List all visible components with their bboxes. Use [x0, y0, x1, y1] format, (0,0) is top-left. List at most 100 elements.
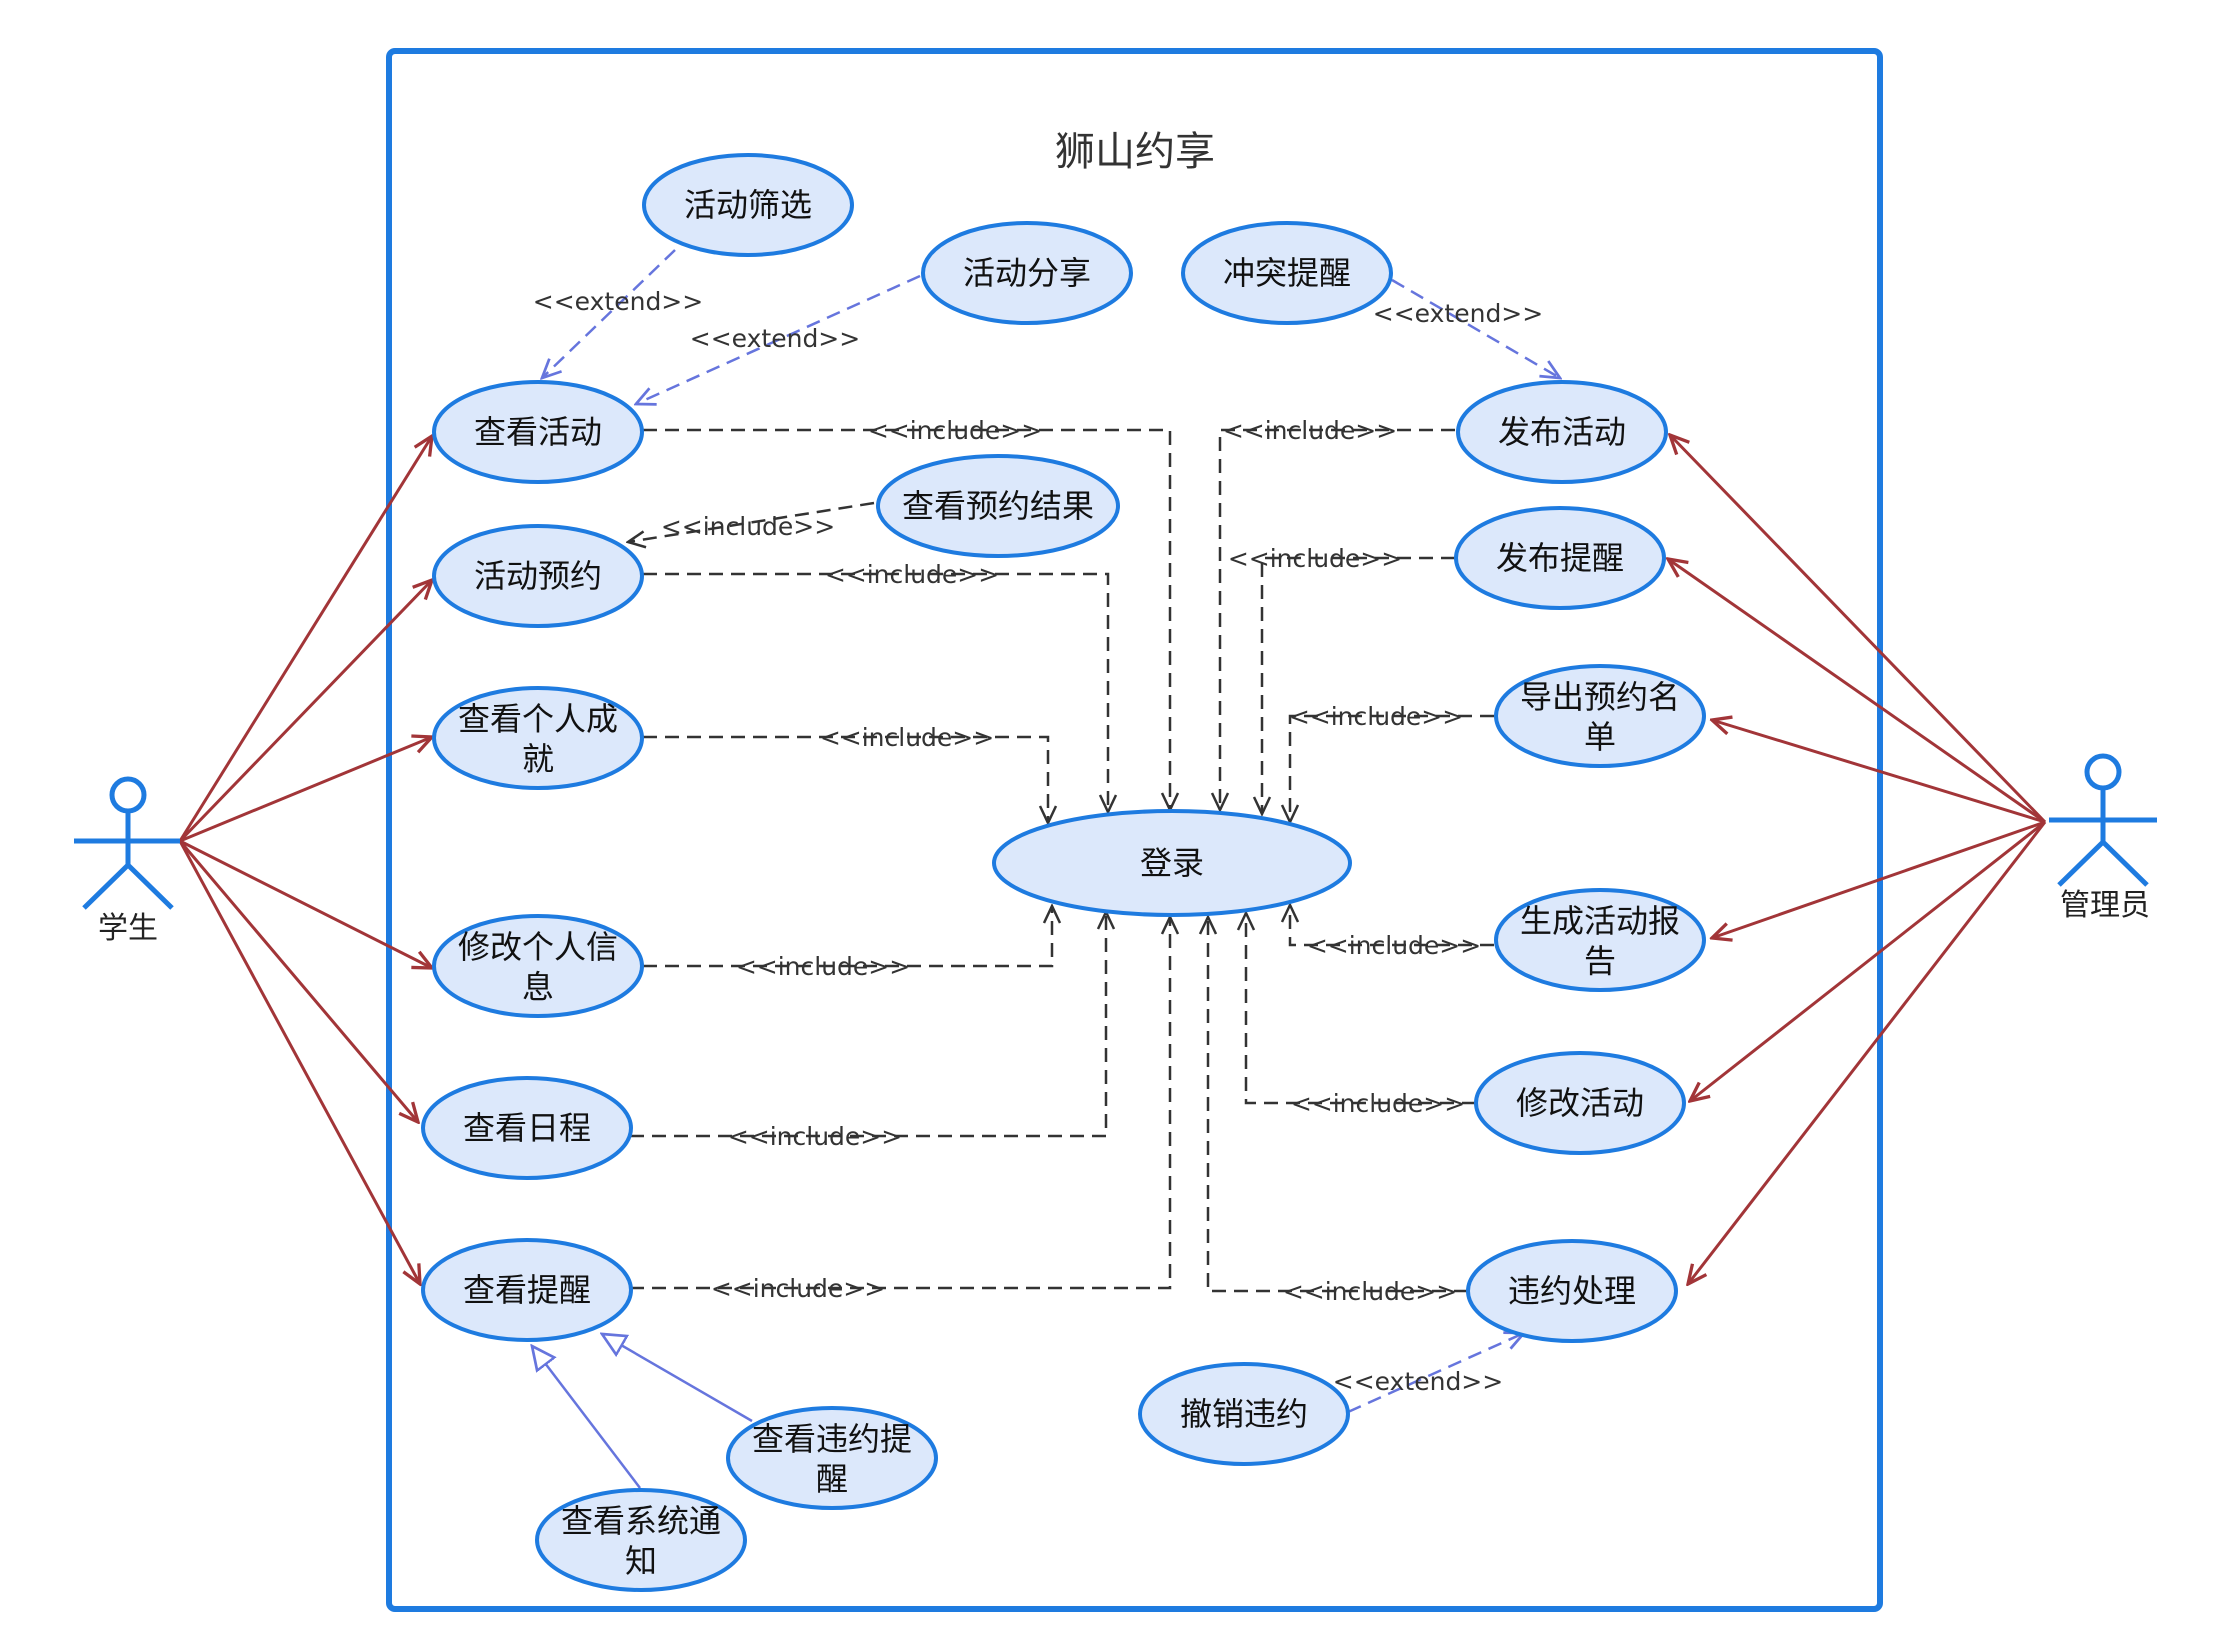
assoc-admin-generate-report — [1712, 820, 2046, 938]
assoc-student-view-schedule — [178, 840, 418, 1122]
student-associations — [178, 436, 432, 1284]
actor-student-label: 学生 — [98, 911, 158, 946]
label-include-book-activity: <<include>> — [825, 560, 999, 589]
system-boundary — [386, 48, 1883, 1612]
usecase-view-activity[interactable]: 查看活动 — [432, 380, 644, 484]
svg-text:修改个人信: 修改个人信 — [458, 928, 618, 966]
svg-text:发布提醒: 发布提醒 — [1496, 539, 1624, 577]
svg-text:活动预约: 活动预约 — [474, 557, 602, 595]
label-extend-conflict: <<extend>> — [1373, 299, 1543, 328]
label-extend-filter: <<extend>> — [533, 287, 703, 316]
usecase-share-activity[interactable]: 活动分享 — [921, 221, 1133, 325]
usecase-view-system-notice[interactable]: 查看系统通 知 — [535, 1488, 747, 1592]
label-include-violation: <<include>> — [1283, 1277, 1457, 1306]
svg-text:查看系统通: 查看系统通 — [561, 1502, 721, 1540]
include-publish-reminder-login — [1262, 556, 1455, 814]
svg-text:告: 告 — [1584, 942, 1616, 980]
label-include-achievement: <<include>> — [820, 723, 994, 752]
label-include-publish-activity: <<include>> — [1223, 416, 1397, 445]
use-cases: 登录 活动筛选 活动分享 查看活动 活动预约 查看预约结果 查看个人成 就 — [421, 153, 1706, 1592]
extend-share-view — [636, 274, 921, 404]
usecase-export-list[interactable]: 导出预约名 单 — [1494, 664, 1706, 768]
svg-text:醒: 醒 — [816, 1460, 848, 1498]
usecase-filter-activity[interactable]: 活动筛选 — [642, 153, 854, 257]
svg-text:查看预约结果: 查看预约结果 — [902, 487, 1094, 525]
include-modify-activity-login — [1246, 913, 1476, 1105]
relation-labels: <<extend>> <<extend>> <<extend>> <<exten… — [533, 287, 1543, 1396]
actor-admin-head-icon — [2084, 753, 2122, 791]
include-reminder-login — [630, 917, 1170, 1290]
include-edit-info-login — [643, 906, 1052, 968]
include-violation-login — [1208, 917, 1468, 1293]
assoc-student-book-activity — [178, 580, 432, 843]
label-include-schedule: <<include>> — [728, 1122, 902, 1151]
usecase-view-reminder[interactable]: 查看提醒 — [421, 1238, 633, 1342]
assoc-student-view-reminder — [178, 840, 420, 1284]
label-include-reminder: <<include>> — [711, 1274, 885, 1303]
extend-conflict-publish — [1391, 278, 1560, 378]
include-booking-result-book — [628, 501, 875, 542]
assoc-admin-export-list — [1712, 720, 2046, 824]
svg-text:导出预约名: 导出预约名 — [1520, 678, 1680, 716]
usecase-view-schedule[interactable]: 查看日程 — [421, 1076, 633, 1180]
actor-student-head-icon — [109, 776, 147, 814]
actor-admin-label: 管理员 — [2060, 888, 2150, 923]
usecase-login[interactable]: 登录 — [992, 809, 1352, 917]
svg-text:知: 知 — [625, 1542, 657, 1580]
label-include-export-list: <<include>> — [1289, 702, 1463, 731]
svg-text:查看日程: 查看日程 — [463, 1109, 591, 1147]
usecase-generate-report[interactable]: 生成活动报 告 — [1494, 888, 1706, 992]
label-extend-revoke: <<extend>> — [1333, 1367, 1503, 1396]
svg-text:查看个人成: 查看个人成 — [458, 700, 618, 738]
actor-admin[interactable] — [2049, 753, 2157, 887]
include-relations — [628, 428, 1494, 1293]
label-extend-share: <<extend>> — [690, 324, 860, 353]
usecase-view-achievement[interactable]: 查看个人成 就 — [432, 686, 644, 790]
include-schedule-login — [630, 912, 1106, 1138]
assoc-admin-publish-reminder — [1668, 559, 2046, 824]
svg-text:活动筛选: 活动筛选 — [684, 186, 812, 224]
svg-text:息: 息 — [522, 968, 554, 1006]
svg-text:查看提醒: 查看提醒 — [463, 1271, 591, 1309]
svg-text:查看违约提: 查看违约提 — [752, 1420, 912, 1458]
admin-associations — [1668, 435, 2047, 1284]
label-include-edit-info: <<include>> — [736, 952, 910, 981]
system-title: 狮山约享 — [1055, 129, 1215, 175]
label-include-booking-result: <<include>> — [661, 512, 835, 541]
assoc-student-view-achievement — [179, 737, 432, 843]
extend-filter-view — [542, 249, 676, 378]
usecase-book-activity[interactable]: 活动预约 — [432, 524, 644, 628]
svg-text:撤销违约: 撤销违约 — [1180, 1395, 1308, 1433]
svg-text:活动分享: 活动分享 — [963, 254, 1091, 292]
svg-text:违约处理: 违约处理 — [1508, 1272, 1636, 1310]
usecase-publish-activity[interactable]: 发布活动 — [1456, 380, 1668, 484]
include-export-list-login — [1290, 714, 1494, 822]
usecase-view-booking-result[interactable]: 查看预约结果 — [876, 454, 1120, 558]
assoc-student-view-activity — [178, 436, 432, 842]
label-include-publish-reminder: <<include>> — [1228, 544, 1402, 573]
generalization-relations — [532, 1334, 753, 1489]
extend-relations — [542, 249, 1560, 1414]
svg-text:单: 单 — [1584, 718, 1616, 756]
usecase-publish-reminder[interactable]: 发布提醒 — [1454, 506, 1666, 610]
svg-text:查看活动: 查看活动 — [474, 413, 602, 451]
assoc-student-edit-info — [179, 839, 432, 968]
include-view-activity-login — [643, 428, 1170, 810]
actor-student[interactable] — [74, 776, 180, 910]
usecase-revoke-violation[interactable]: 撤销违约 — [1138, 1362, 1350, 1466]
extend-revoke-violation — [1347, 1333, 1524, 1414]
assoc-admin-modify-activity — [1690, 820, 2046, 1101]
usecase-view-violation-reminder[interactable]: 查看违约提 醒 — [726, 1406, 938, 1510]
include-book-activity-login — [643, 572, 1108, 812]
usecase-modify-activity[interactable]: 修改活动 — [1474, 1051, 1686, 1155]
svg-text:登录: 登录 — [1140, 844, 1204, 882]
usecase-edit-info[interactable]: 修改个人信 息 — [432, 914, 644, 1018]
svg-text:修改活动: 修改活动 — [1516, 1084, 1644, 1122]
label-include-report: <<include>> — [1307, 931, 1481, 960]
usecase-handle-violation[interactable]: 违约处理 — [1466, 1239, 1678, 1343]
svg-text:冲突提醒: 冲突提醒 — [1223, 254, 1351, 292]
usecase-conflict-reminder[interactable]: 冲突提醒 — [1181, 221, 1393, 325]
svg-text:发布活动: 发布活动 — [1498, 413, 1626, 451]
generalize-violation-reminder — [602, 1334, 753, 1423]
